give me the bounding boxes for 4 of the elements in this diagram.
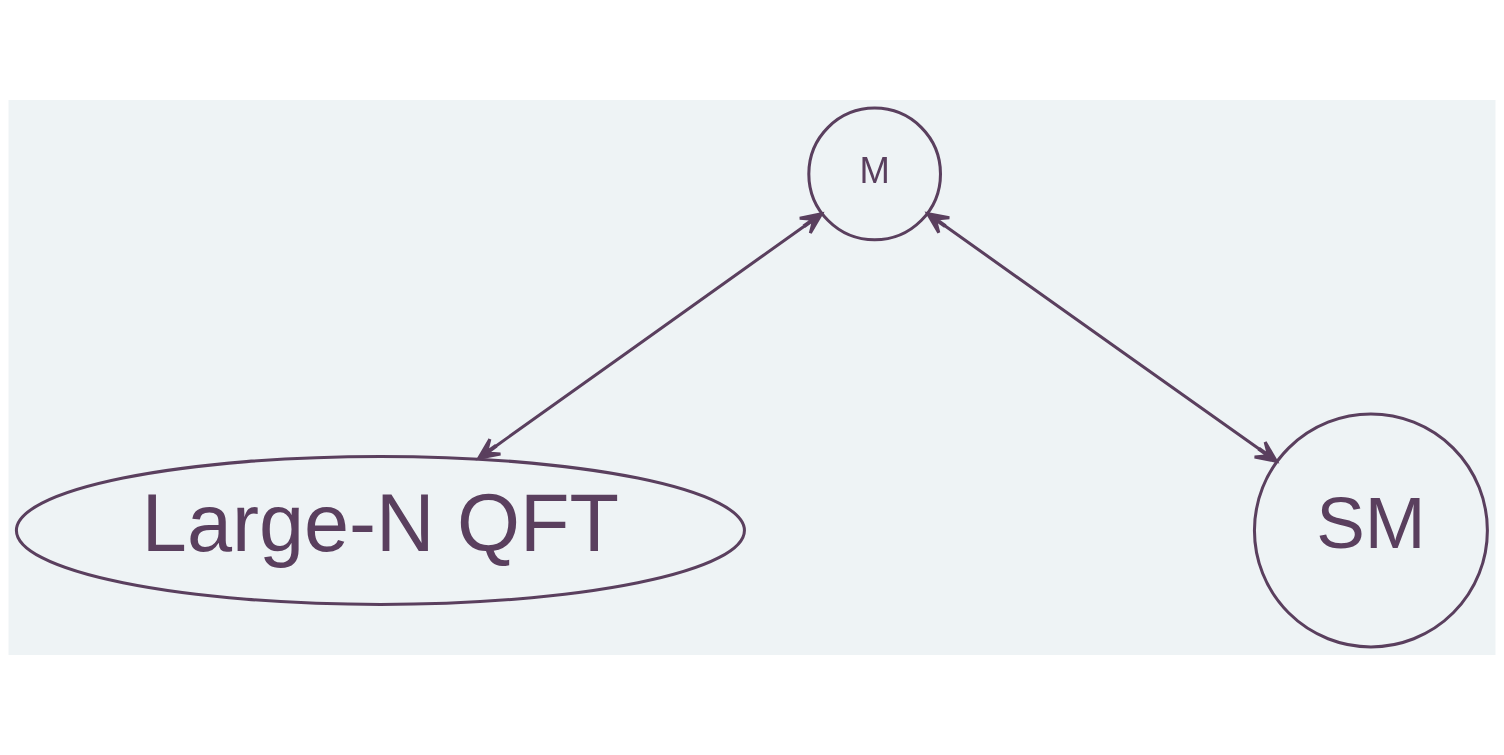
- node-circle: M: [807, 106, 942, 242]
- arrow: [926, 212, 1278, 463]
- arrow: [477, 212, 824, 460]
- node-ellipse: Large-N QFT: [14, 454, 746, 606]
